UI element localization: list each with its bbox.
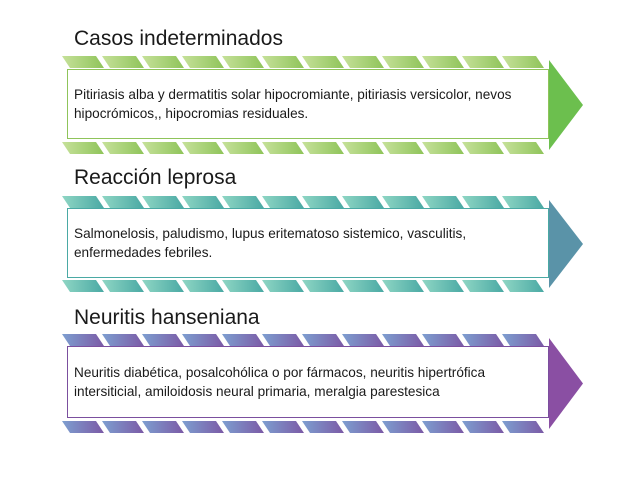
chevron-stripe-reaccion-leprosa xyxy=(142,196,184,208)
chevron-stripe-reaccion-leprosa xyxy=(462,196,504,208)
chevron-stripe-reaccion-leprosa xyxy=(62,280,104,292)
chevron-stripe-casos-indeterminados xyxy=(382,56,424,68)
chevron-stripe-neuritis-hanseniana xyxy=(182,334,224,346)
chevron-stripe-reaccion-leprosa xyxy=(342,280,384,292)
chevron-stripe-reaccion-leprosa xyxy=(462,280,504,292)
chevron-stripe-reaccion-leprosa xyxy=(142,280,184,292)
chevron-stripe-casos-indeterminados xyxy=(502,56,544,68)
chevron-stripe-neuritis-hanseniana xyxy=(382,334,424,346)
chevron-stripe-neuritis-hanseniana xyxy=(502,334,544,346)
chevron-stripe-neuritis-hanseniana xyxy=(422,421,464,433)
chevron-stripe-reaccion-leprosa xyxy=(302,280,344,292)
chevron-stripe-reaccion-leprosa xyxy=(262,280,304,292)
chevron-stripe-casos-indeterminados xyxy=(182,142,224,154)
chevron-stripe-neuritis-hanseniana xyxy=(142,421,184,433)
chevron-stripe-casos-indeterminados xyxy=(502,142,544,154)
box-casos-indeterminados: Pitiriasis alba y dermatitis solar hipoc… xyxy=(67,69,549,139)
chevron-stripe-casos-indeterminados xyxy=(462,56,504,68)
chevron-stripe-neuritis-hanseniana xyxy=(222,421,264,433)
chevron-stripe-casos-indeterminados xyxy=(182,56,224,68)
chevron-stripe-reaccion-leprosa xyxy=(342,196,384,208)
chevron-stripe-reaccion-leprosa xyxy=(62,196,104,208)
chevron-stripe-neuritis-hanseniana xyxy=(182,421,224,433)
chevron-stripe-casos-indeterminados xyxy=(102,142,144,154)
chevron-stripe-reaccion-leprosa xyxy=(422,280,464,292)
chevron-stripe-neuritis-hanseniana xyxy=(382,421,424,433)
chevron-stripe-neuritis-hanseniana xyxy=(62,421,104,433)
chevron-stripe-neuritis-hanseniana xyxy=(342,334,384,346)
chevron-stripe-reaccion-leprosa xyxy=(182,280,224,292)
chevron-stripe-reaccion-leprosa xyxy=(302,196,344,208)
chevron-stripe-neuritis-hanseniana xyxy=(302,334,344,346)
chevron-stripe-neuritis-hanseniana xyxy=(62,334,104,346)
chevron-stripe-neuritis-hanseniana xyxy=(142,334,184,346)
chevron-stripe-casos-indeterminados xyxy=(62,142,104,154)
heading-reaccion-leprosa: Reacción leprosa xyxy=(74,166,237,189)
arrowhead-neuritis-hanseniana xyxy=(549,338,583,429)
chevron-stripe-neuritis-hanseniana xyxy=(462,334,504,346)
chevron-stripe-neuritis-hanseniana xyxy=(302,421,344,433)
box-text: Neuritis diabética, posalcohólica o por … xyxy=(74,365,486,399)
box-text: Pitiriasis alba y dermatitis solar hipoc… xyxy=(74,87,512,121)
chevron-stripe-reaccion-leprosa xyxy=(382,196,424,208)
chevron-stripe-casos-indeterminados xyxy=(262,142,304,154)
chevron-stripe-neuritis-hanseniana xyxy=(102,421,144,433)
chevron-stripe-casos-indeterminados xyxy=(422,142,464,154)
chevron-stripe-casos-indeterminados xyxy=(422,56,464,68)
chevron-stripe-neuritis-hanseniana xyxy=(262,421,304,433)
chevron-stripe-casos-indeterminados xyxy=(102,56,144,68)
chevron-stripe-neuritis-hanseniana xyxy=(342,421,384,433)
chevron-stripe-casos-indeterminados xyxy=(462,142,504,154)
box-reaccion-leprosa: Salmonelosis, paludismo, lupus eritemato… xyxy=(67,208,549,278)
chevron-stripe-reaccion-leprosa xyxy=(102,196,144,208)
box-text: Salmonelosis, paludismo, lupus eritemato… xyxy=(74,226,467,260)
chevron-stripe-neuritis-hanseniana xyxy=(462,421,504,433)
arrowhead-casos-indeterminados xyxy=(549,60,583,150)
chevron-stripe-casos-indeterminados xyxy=(222,142,264,154)
chevron-stripe-reaccion-leprosa xyxy=(102,280,144,292)
chevron-stripe-reaccion-leprosa xyxy=(382,280,424,292)
chevron-stripe-reaccion-leprosa xyxy=(502,280,544,292)
chevron-stripe-casos-indeterminados xyxy=(262,56,304,68)
chevron-stripe-reaccion-leprosa xyxy=(182,196,224,208)
chevron-stripe-casos-indeterminados xyxy=(62,56,104,68)
chevron-stripe-neuritis-hanseniana xyxy=(422,334,464,346)
chevron-stripe-reaccion-leprosa xyxy=(222,280,264,292)
chevron-stripe-reaccion-leprosa xyxy=(262,196,304,208)
chevron-stripe-neuritis-hanseniana xyxy=(262,334,304,346)
box-neuritis-hanseniana: Neuritis diabética, posalcohólica o por … xyxy=(67,346,549,418)
chevron-stripe-neuritis-hanseniana xyxy=(502,421,544,433)
chevron-stripe-neuritis-hanseniana xyxy=(222,334,264,346)
chevron-stripe-casos-indeterminados xyxy=(142,142,184,154)
chevron-stripe-casos-indeterminados xyxy=(302,56,344,68)
arrowhead-reaccion-leprosa xyxy=(549,200,583,288)
chevron-stripe-casos-indeterminados xyxy=(382,142,424,154)
chevron-stripe-casos-indeterminados xyxy=(302,142,344,154)
heading-casos-indeterminados: Casos indeterminados xyxy=(74,27,283,50)
chevron-stripe-reaccion-leprosa xyxy=(222,196,264,208)
chevron-stripe-neuritis-hanseniana xyxy=(102,334,144,346)
chevron-stripe-casos-indeterminados xyxy=(222,56,264,68)
chevron-stripe-reaccion-leprosa xyxy=(422,196,464,208)
chevron-stripe-reaccion-leprosa xyxy=(502,196,544,208)
heading-neuritis-hanseniana: Neuritis hanseniana xyxy=(74,306,260,329)
chevron-stripe-casos-indeterminados xyxy=(142,56,184,68)
chevron-stripe-casos-indeterminados xyxy=(342,142,384,154)
chevron-stripe-casos-indeterminados xyxy=(342,56,384,68)
